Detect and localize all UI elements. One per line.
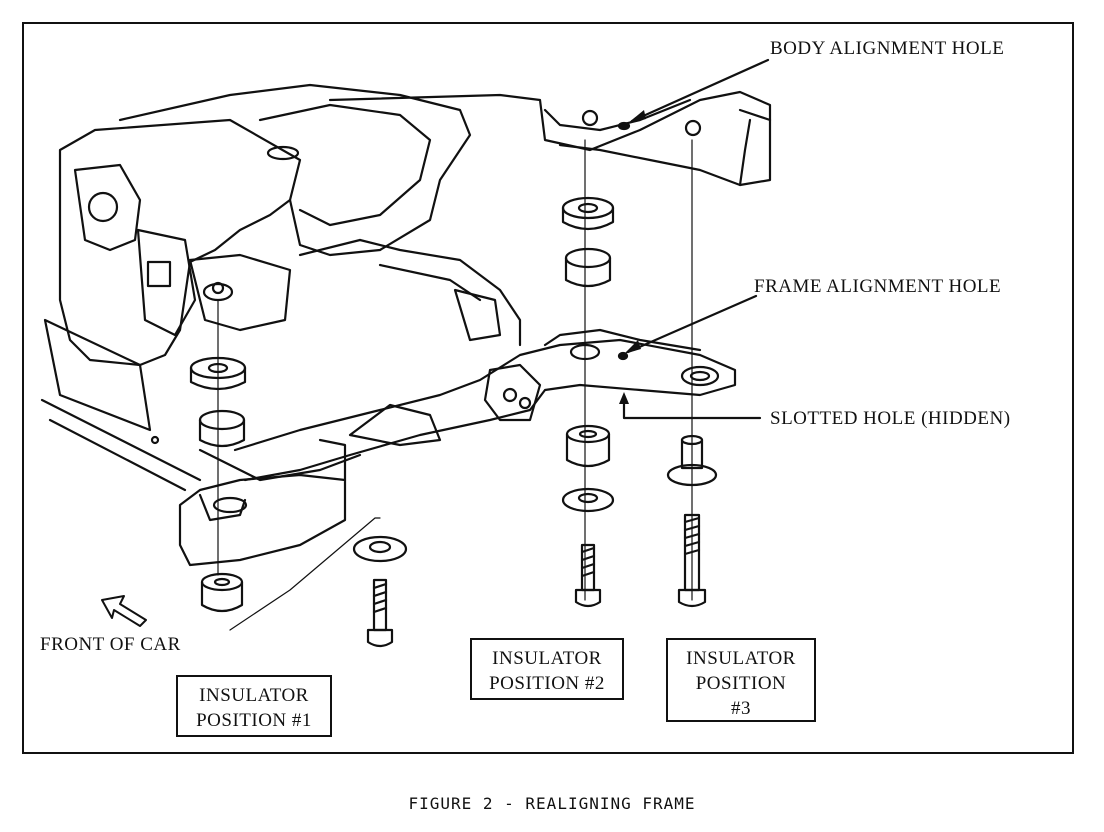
insulator-3-line1: INSULATOR [686,648,796,669]
body-floor-panel [118,83,772,257]
insulator-position-1-box: INSULATOR POSITION #1 [176,675,332,737]
slotted-hole-label: SLOTTED HOLE (HIDDEN) [770,408,1011,429]
insulator-2-stack [561,196,615,608]
front-of-car-label: FRONT OF CAR [40,634,181,655]
insulator-position-3-box: INSULATOR POSITION #3 [666,638,816,722]
arrowheads [619,110,646,404]
diagram-border [22,22,1074,754]
insulator-2-line2: POSITION #2 [489,673,605,694]
insulator-position-2-box: INSULATOR POSITION #2 [470,638,624,700]
engine-mount-left [188,253,292,332]
body-alignment-hole-label: BODY ALIGNMENT HOLE [770,38,1005,59]
frame-alignment-hole-label: FRAME ALIGNMENT HOLE [754,276,1002,297]
leader-lines [622,58,770,420]
insulator-1-line2: POSITION #1 [196,710,312,731]
insulator-1-stack [189,356,408,648]
insulator-3-line3: #3 [731,698,751,719]
alignment-lines [217,139,693,631]
left-body-panel [40,118,302,492]
insulator-3-line2: POSITION [695,673,787,694]
figure-caption: FIGURE 2 - REALIGNING FRAME [408,794,696,813]
front-of-car-arrow-icon [101,595,147,627]
front-frame-bracket [178,438,347,567]
insulator-2-line1: INSULATOR [492,648,602,669]
insulator-3-stack [666,434,718,608]
frame-rails [198,238,737,482]
insulator-1-line1: INSULATOR [199,685,309,706]
